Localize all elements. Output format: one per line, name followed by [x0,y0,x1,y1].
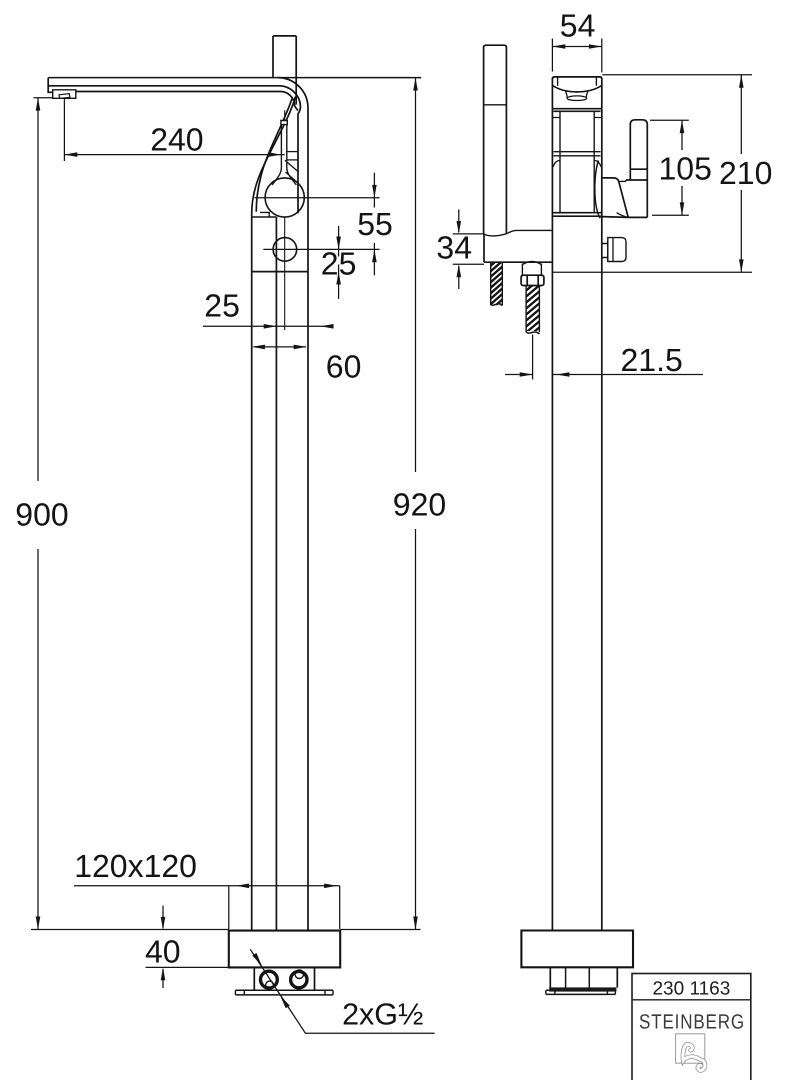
svg-text:60: 60 [326,349,362,385]
svg-text:40: 40 [145,934,181,970]
svg-text:34: 34 [436,230,472,266]
svg-text:900: 900 [15,497,68,533]
svg-text:2xG½: 2xG½ [342,998,423,1032]
svg-text:120x120: 120x120 [74,848,197,884]
svg-text:920: 920 [393,487,446,523]
svg-text:210: 210 [719,155,772,191]
svg-text:25: 25 [204,288,240,324]
svg-text:105: 105 [659,151,712,187]
svg-text:55: 55 [357,206,393,242]
svg-text:STEINBERG: STEINBERG [639,1010,745,1033]
svg-text:54: 54 [560,8,596,44]
svg-text:25: 25 [321,246,357,282]
svg-text:21.5: 21.5 [621,342,683,378]
svg-text:230 1163: 230 1163 [652,978,730,999]
svg-text:240: 240 [150,121,203,157]
